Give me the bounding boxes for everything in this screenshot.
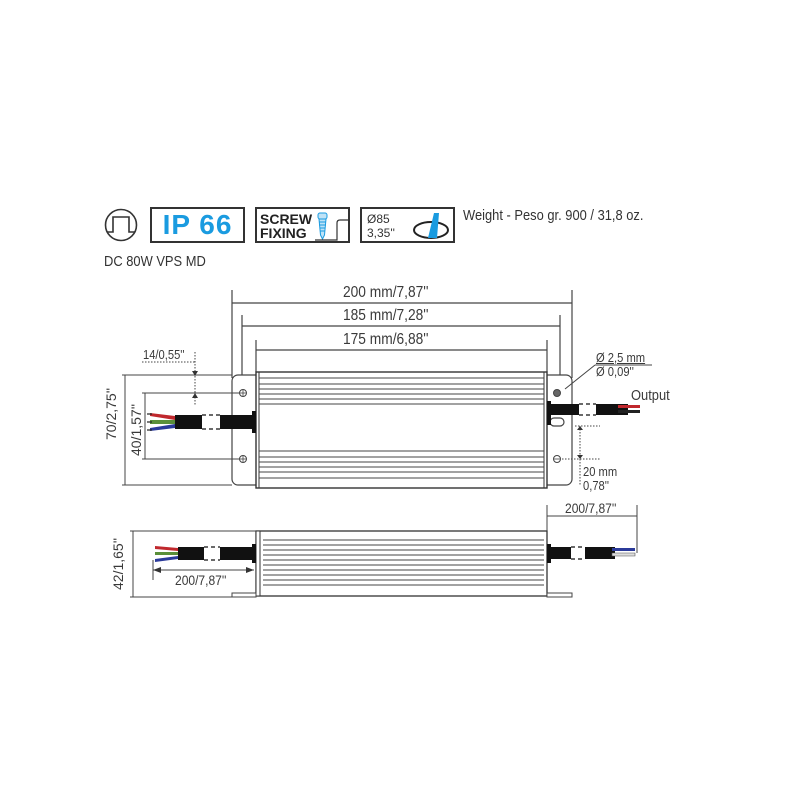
dim-side-height: 42/1,65'': [110, 537, 126, 590]
dim-input-cable-length: 200/7,87'': [175, 572, 227, 588]
dim-output-offset-mm: 20 mm: [583, 464, 618, 479]
cutout-mm: Ø85: [367, 212, 390, 226]
dim-overall-length: 200 mm/7,87'': [343, 284, 429, 301]
dim-hole-spacing: 40/1,57'': [128, 403, 144, 456]
dim-mounting-length: 185 mm/7,28'': [343, 307, 429, 324]
cutout-in: 3,35'': [367, 226, 395, 240]
screw-label: SCREW: [260, 211, 313, 227]
dim-hole-offset: 14/0,55'': [143, 347, 185, 362]
output-label: Output: [631, 387, 670, 404]
ip-rating-badge: IP 66: [150, 207, 245, 243]
dim-top-height: 70/2,75'': [103, 387, 119, 440]
ip-rating-label: IP 66: [162, 209, 233, 240]
cutout-diameter-badge: Ø85 3,35'': [360, 207, 455, 243]
dim-output-cable-length: 200/7,87'': [565, 500, 617, 516]
weight-text: Weight - Peso gr. 900 / 31,8 oz.: [463, 207, 644, 224]
fixing-label: FIXING: [260, 225, 307, 241]
hole-diameter-in: Ø 0,09'': [596, 364, 634, 379]
screw-icon: [315, 212, 349, 241]
model-name: DC 80W VPS MD: [104, 253, 206, 270]
cutout-hole-icon: [413, 213, 449, 239]
hole-diameter-mm: Ø 2,5 mm: [596, 350, 646, 365]
screw-fixing-badge: SCREW FIXING: [255, 207, 350, 243]
dim-output-offset-in: 0,78'': [583, 478, 610, 493]
luminaire-class-icon: [104, 208, 138, 242]
dim-body-length: 175 mm/6,88'': [343, 331, 429, 348]
